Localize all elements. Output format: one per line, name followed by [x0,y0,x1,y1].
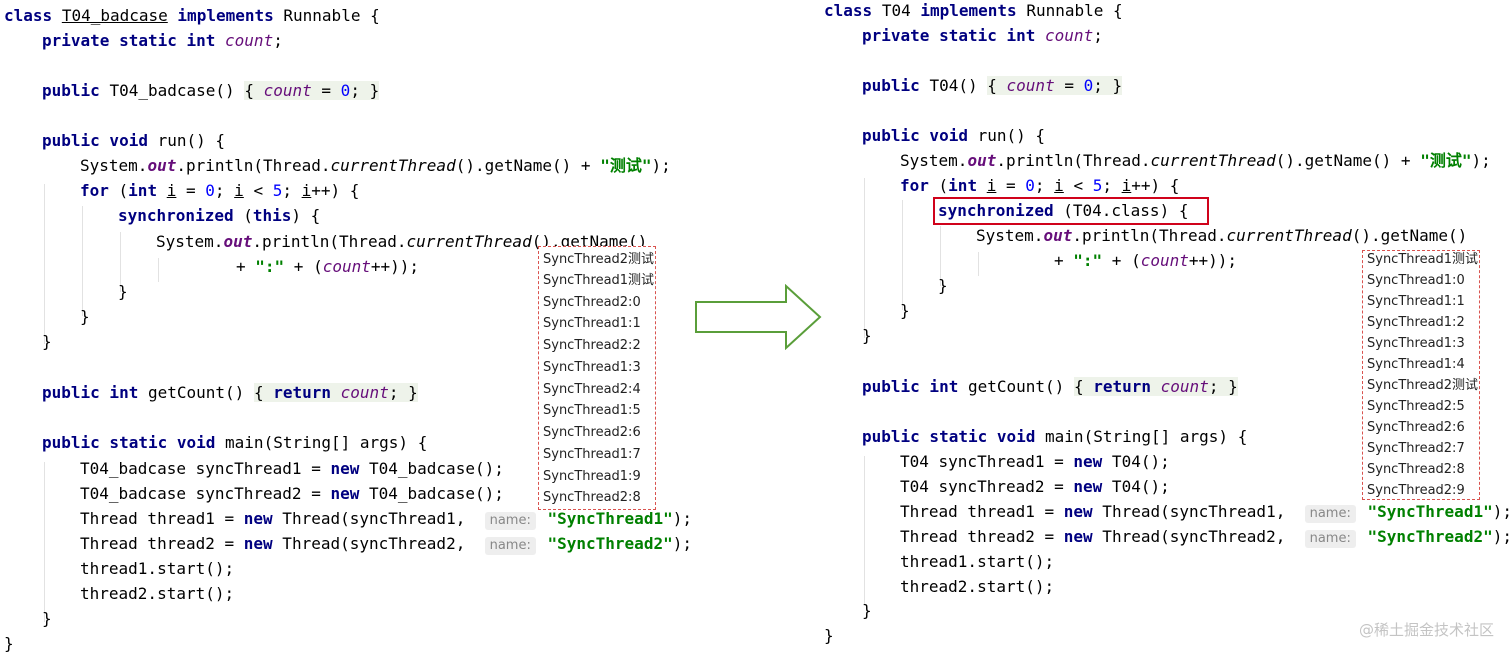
code-line-concat: + ":" + (count++)); [1054,251,1238,270]
synchronized-highlight [933,197,1209,225]
code-line-start1: thread1.start(); [80,559,235,578]
code-line-decl2: T04_badcase syncThread2 = new T04_badcas… [80,484,504,503]
right-output-box: SyncThread1测试 SyncThread1:0 SyncThread1:… [1362,250,1480,500]
code-line-synchronized: synchronized (this) { [118,206,321,225]
indent-guide [82,206,83,316]
code-line-getcount: public int getCount() { return count; } [862,377,1238,396]
code-line-decl1: T04 syncThread1 = new T04(); [900,452,1170,471]
indent-guide [864,178,865,338]
param-hint: name: [484,537,536,555]
code-line-getcount: public int getCount() { return count; } [42,383,418,402]
output-line: SyncThread1:3 [1367,336,1465,351]
indent-guide [864,456,865,604]
left-output-box: SyncThread2测试 SyncThread1测试 SyncThread2:… [538,246,656,510]
code-line-for: for (int i = 0; i < 5; i++) { [80,181,360,200]
code-line-field: private static int count; [42,31,283,50]
output-line: SyncThread1:1 [1367,294,1465,309]
code-line-brace: } [938,276,948,295]
output-line: SyncThread2:7 [1367,441,1465,456]
code-line-synchronized: synchronized (T04.class) { [938,201,1189,220]
output-line: SyncThread2:0 [543,295,641,310]
output-line: SyncThread1:4 [1367,357,1465,372]
indent-guide [158,258,159,282]
output-line: SyncThread2测试 [543,252,655,267]
code-line-brace: } [4,634,14,653]
code-line-thread2: Thread thread2 = new Thread(syncThread2,… [900,527,1512,548]
output-line: SyncThread2:6 [1367,420,1465,435]
code-line-println: System.out.println(Thread.currentThread(… [900,151,1491,170]
indent-guide [120,232,121,292]
code-line-class: class T04 implements Runnable { [824,1,1123,20]
code-line-decl1: T04_badcase syncThread1 = new T04_badcas… [80,459,504,478]
output-line: SyncThread1:9 [543,469,641,484]
code-line-thread2: Thread thread2 = new Thread(syncThread2,… [80,534,692,555]
code-line-main: public static void main(String[] args) { [862,427,1248,446]
code-line-decl2: T04 syncThread2 = new T04(); [900,477,1170,496]
output-line: SyncThread1:0 [1367,273,1465,288]
code-line-thread1: Thread thread1 = new Thread(syncThread1,… [80,509,692,530]
code-line-println-count: System.out.println(Thread.currentThread(… [156,232,648,251]
output-line: SyncThread1:7 [543,447,641,462]
output-line: SyncThread2:8 [1367,462,1465,477]
output-line: SyncThread2:8 [543,490,641,505]
code-line-constructor: public T04() { count = 0; } [862,76,1123,95]
param-hint: name: [484,512,536,530]
right-arrow-icon [695,284,822,350]
code-line-main: public static void main(String[] args) { [42,433,428,452]
code-line-brace: } [80,307,90,326]
code-line-class: class T04_badcase implements Runnable { [4,6,380,25]
output-line: SyncThread1:3 [543,360,641,375]
indent-guide [44,184,45,344]
code-line-for: for (int i = 0; i < 5; i++) { [900,176,1180,195]
folded-block[interactable]: { count = 0; } [244,81,380,100]
output-line: SyncThread2:5 [1367,399,1465,414]
output-line: SyncThread1测试 [543,273,655,288]
folded-block[interactable]: { return count; } [253,383,418,402]
indent-guide [978,252,979,276]
code-line-brace: } [824,626,834,645]
param-hint: name: [1304,505,1356,523]
output-line: SyncThread2:9 [1367,483,1465,498]
output-line: SyncThread1:1 [543,316,641,331]
folded-block[interactable]: { return count; } [1073,377,1238,396]
indent-guide [902,200,903,310]
folded-block[interactable]: { count = 0; } [987,76,1123,95]
code-line-start1: thread1.start(); [900,552,1055,571]
output-line: SyncThread1:5 [543,403,641,418]
code-line-concat: + ":" + (count++)); [236,257,420,276]
code-line-field: private static int count; [862,26,1103,45]
param-hint: name: [1304,530,1356,548]
code-line-start2: thread2.start(); [80,584,235,603]
code-line-start2: thread2.start(); [900,577,1055,596]
output-line: SyncThread2测试 [1367,378,1479,393]
code-line-brace: } [900,301,910,320]
code-line-brace: } [862,601,872,620]
output-line: SyncThread2:4 [543,382,641,397]
code-line-run: public void run() { [42,131,226,150]
output-line: SyncThread2:6 [543,425,641,440]
code-line-brace: } [42,332,52,351]
code-line-thread1: Thread thread1 = new Thread(syncThread1,… [900,502,1512,523]
code-line-run: public void run() { [862,126,1046,145]
code-line-constructor: public T04_badcase() { count = 0; } [42,81,380,100]
code-line-brace: } [118,282,128,301]
watermark: @稀土掘金技术社区 [1358,621,1494,639]
output-line: SyncThread1:2 [1367,315,1465,330]
code-line-brace: } [42,609,52,628]
code-line-brace: } [862,326,872,345]
output-line: SyncThread2:2 [543,338,641,353]
indent-guide [940,226,941,286]
output-line: SyncThread1测试 [1367,252,1479,267]
code-line-println: System.out.println(Thread.currentThread(… [80,156,671,175]
code-line-println-count: System.out.println(Thread.currentThread(… [976,226,1468,245]
indent-guide [44,462,45,622]
